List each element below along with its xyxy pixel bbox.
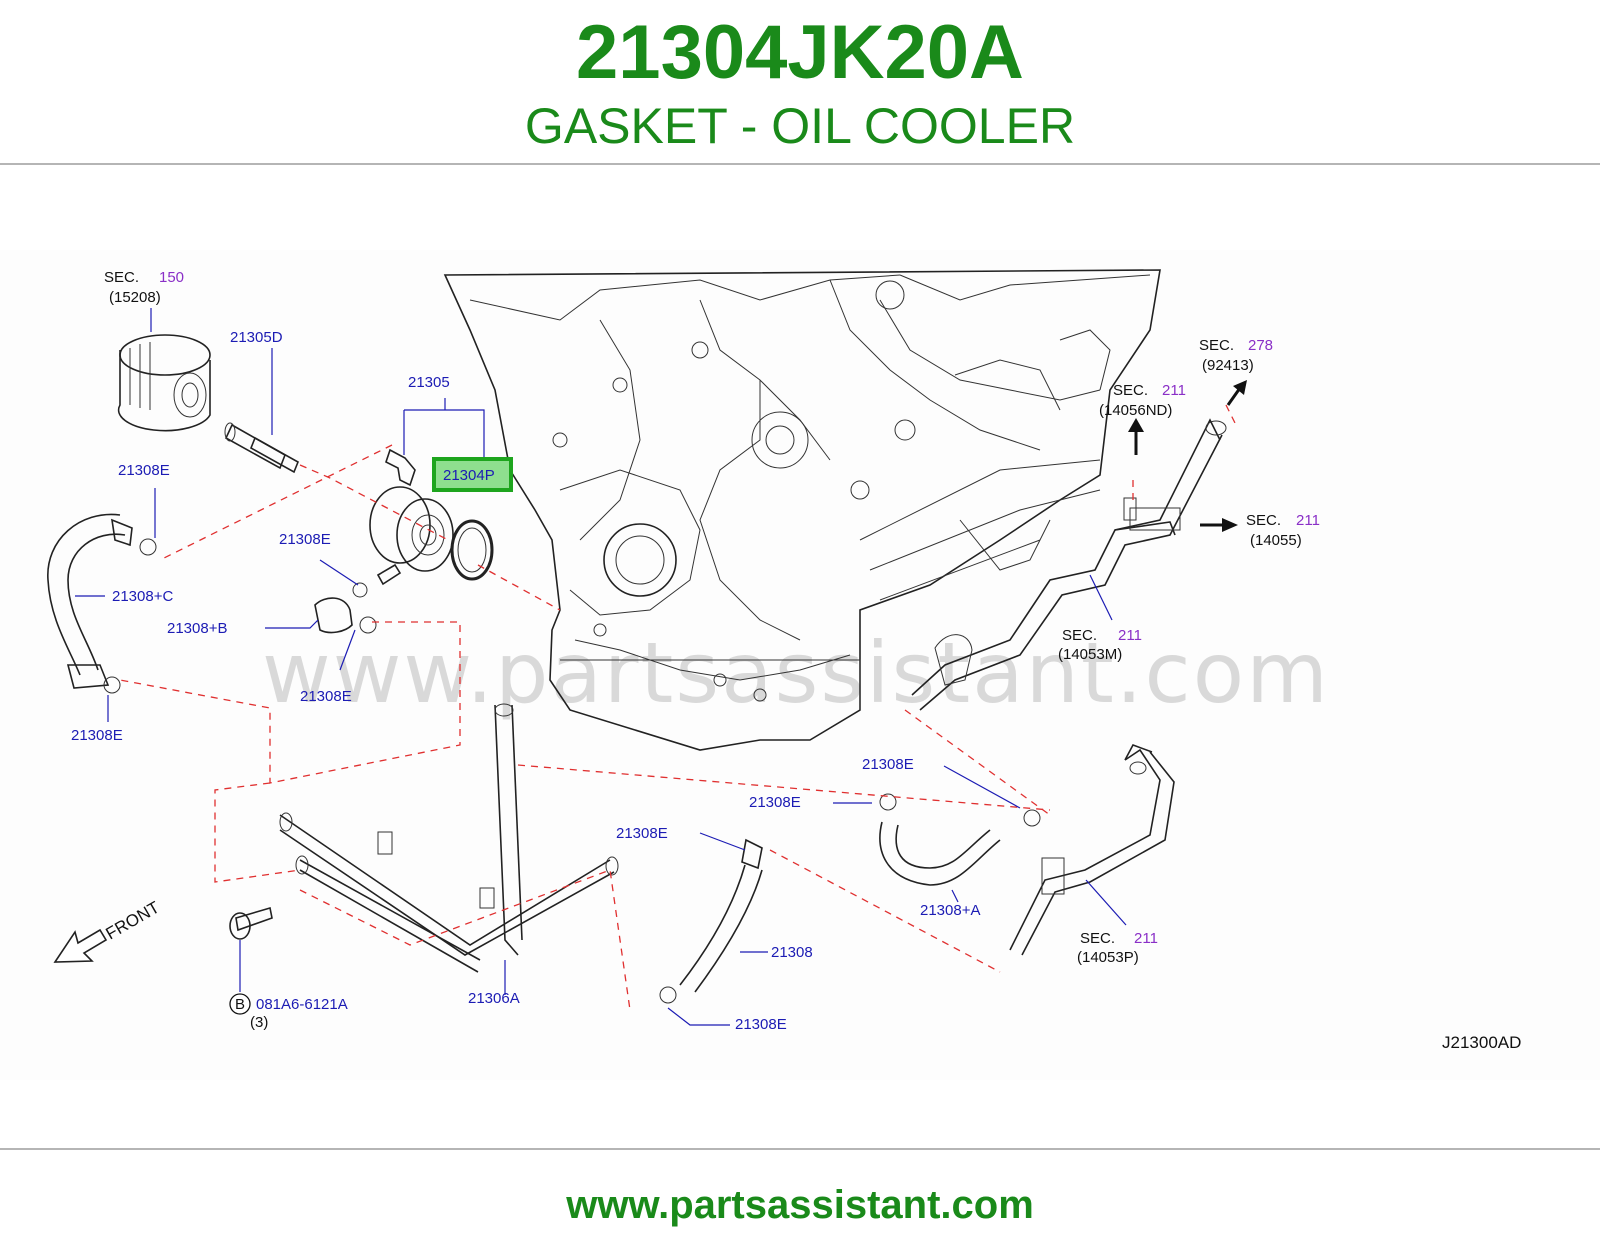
- hose-21308c-illustration: [47, 513, 157, 694]
- label-21308e-h[interactable]: 21308E: [735, 1016, 787, 1033]
- sec-14053p-part: (14053P): [1077, 949, 1139, 966]
- sec-14056nd-section[interactable]: 211: [1162, 382, 1186, 399]
- label-21305d[interactable]: 21305D: [230, 329, 283, 346]
- label-21308e-c[interactable]: 21308E: [300, 688, 352, 705]
- sec-14053m-prefix: SEC.: [1062, 627, 1097, 644]
- pipe-14053m-illustration: [911, 418, 1227, 711]
- hose-21308-illustration: [659, 838, 763, 1004]
- engine-block-illustration: [443, 269, 1161, 751]
- leader-lines: [75, 308, 1127, 1026]
- label-21308[interactable]: 21308: [771, 944, 813, 961]
- label-21308a[interactable]: 21308+A: [920, 902, 980, 919]
- bolt-code: B: [235, 996, 245, 1013]
- label-21308c[interactable]: 21308+C: [112, 588, 173, 605]
- sec-14055-prefix: SEC.: [1246, 512, 1281, 529]
- label-21308e-b[interactable]: 21308E: [279, 531, 331, 548]
- label-21308e-d[interactable]: 21308E: [71, 727, 123, 744]
- oil-filter-illustration: [117, 334, 211, 432]
- oil-cooler-illustration: [369, 448, 454, 586]
- sec-14055-section[interactable]: 211: [1296, 512, 1320, 529]
- label-21308e-f[interactable]: 21308E: [749, 794, 801, 811]
- oil-cooler-gasket-illustration: [450, 519, 494, 581]
- front-arrow-icon: [53, 928, 108, 963]
- label-bolt-part[interactable]: 081A6-6121A: [256, 996, 348, 1013]
- sec-14053p-section[interactable]: 211: [1134, 930, 1158, 947]
- sec-92413-section[interactable]: 278: [1248, 337, 1273, 354]
- watermark-text: www.partsassistant.com: [262, 624, 1330, 722]
- hose-21308b-illustration: [314, 582, 377, 634]
- direction-arrows: [1128, 380, 1247, 532]
- sec-filter-section[interactable]: 150: [159, 269, 184, 286]
- sec-92413-prefix: SEC.: [1199, 337, 1234, 354]
- label-21308e-g[interactable]: 21308E: [616, 825, 668, 842]
- label-21308b[interactable]: 21308+B: [167, 620, 227, 637]
- highlighted-part-label[interactable]: 21304P: [443, 467, 495, 484]
- connector-stud-illustration: [224, 422, 300, 474]
- sec-14056nd-prefix: SEC.: [1113, 382, 1148, 399]
- footer-divider: [0, 1148, 1600, 1150]
- sec-14053p-prefix: SEC.: [1080, 930, 1115, 947]
- sec-14053m-section[interactable]: 211: [1118, 627, 1142, 644]
- bolt-code-circle: [229, 993, 251, 1015]
- assembly-lines: [119, 404, 1237, 1011]
- header-divider: [0, 163, 1600, 165]
- bolt-quantity: (3): [250, 1014, 268, 1031]
- label-21308e-a[interactable]: 21308E: [118, 462, 170, 479]
- pipe-21306a-illustration: [279, 703, 619, 973]
- sec-filter-part: (15208): [109, 289, 161, 306]
- label-21305[interactable]: 21305: [408, 374, 450, 391]
- parts-diagram: www.partsassistant.com: [0, 250, 1600, 1080]
- sec-14053m-part: (14053M): [1058, 646, 1122, 663]
- pipe-14053p-illustration: [1009, 744, 1175, 956]
- diagram-background: [0, 250, 1600, 1080]
- sec-14056nd-part: (14056ND): [1099, 402, 1172, 419]
- label-21306a[interactable]: 21306A: [468, 990, 520, 1007]
- sec-14055-part: (14055): [1250, 532, 1302, 549]
- sec-92413-part: (92413): [1202, 357, 1254, 374]
- bolt-illustration: [229, 906, 273, 940]
- footer-website-link[interactable]: www.partsassistant.com: [566, 1183, 1034, 1227]
- sec-filter-prefix: SEC.: [104, 269, 139, 286]
- label-21308e-e[interactable]: 21308E: [862, 756, 914, 773]
- part-number-title: 21304JK20A: [576, 10, 1024, 95]
- hose-21308a-illustration: [879, 793, 1041, 886]
- part-name-subtitle: GASKET - OIL COOLER: [524, 98, 1076, 154]
- diagram-code: J21300AD: [1442, 1033, 1521, 1052]
- highlight-box: [432, 457, 513, 492]
